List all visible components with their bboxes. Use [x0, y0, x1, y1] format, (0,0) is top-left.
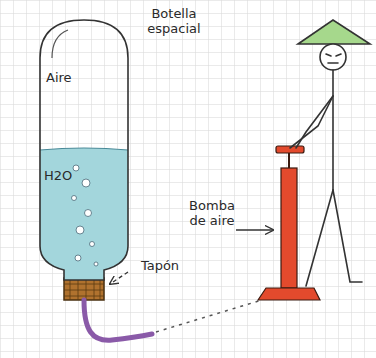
callout-label: Tapón: [130, 258, 190, 273]
bottle-outline: [36, 18, 132, 280]
hose: [84, 300, 152, 340]
air-bubble: [72, 196, 77, 201]
air-bubble: [94, 262, 98, 266]
air-bubble: [85, 210, 92, 217]
callout-label: Bomba de aire: [186, 198, 238, 228]
leader-arrow: [110, 272, 128, 284]
water-surface: [40, 148, 128, 150]
air-bubble: [75, 255, 81, 261]
air-bubble: [76, 226, 84, 234]
hose-dotted: [156, 300, 262, 332]
reflection: [52, 30, 68, 58]
air-bubble: [90, 242, 95, 247]
stick-figure: [290, 20, 370, 286]
air-pump: [258, 146, 320, 300]
bottle-cap: [64, 278, 104, 300]
part-label: Aire: [46, 70, 72, 85]
bottle: AireH2O: [36, 18, 132, 280]
leader-arrow: [236, 229, 273, 230]
water: [40, 148, 128, 280]
air-bubble: [82, 179, 90, 187]
bottle-shape: [40, 20, 128, 280]
air-bubble: [73, 165, 79, 171]
title: Botella espacial: [138, 6, 210, 36]
part-label: H2O: [44, 168, 72, 183]
